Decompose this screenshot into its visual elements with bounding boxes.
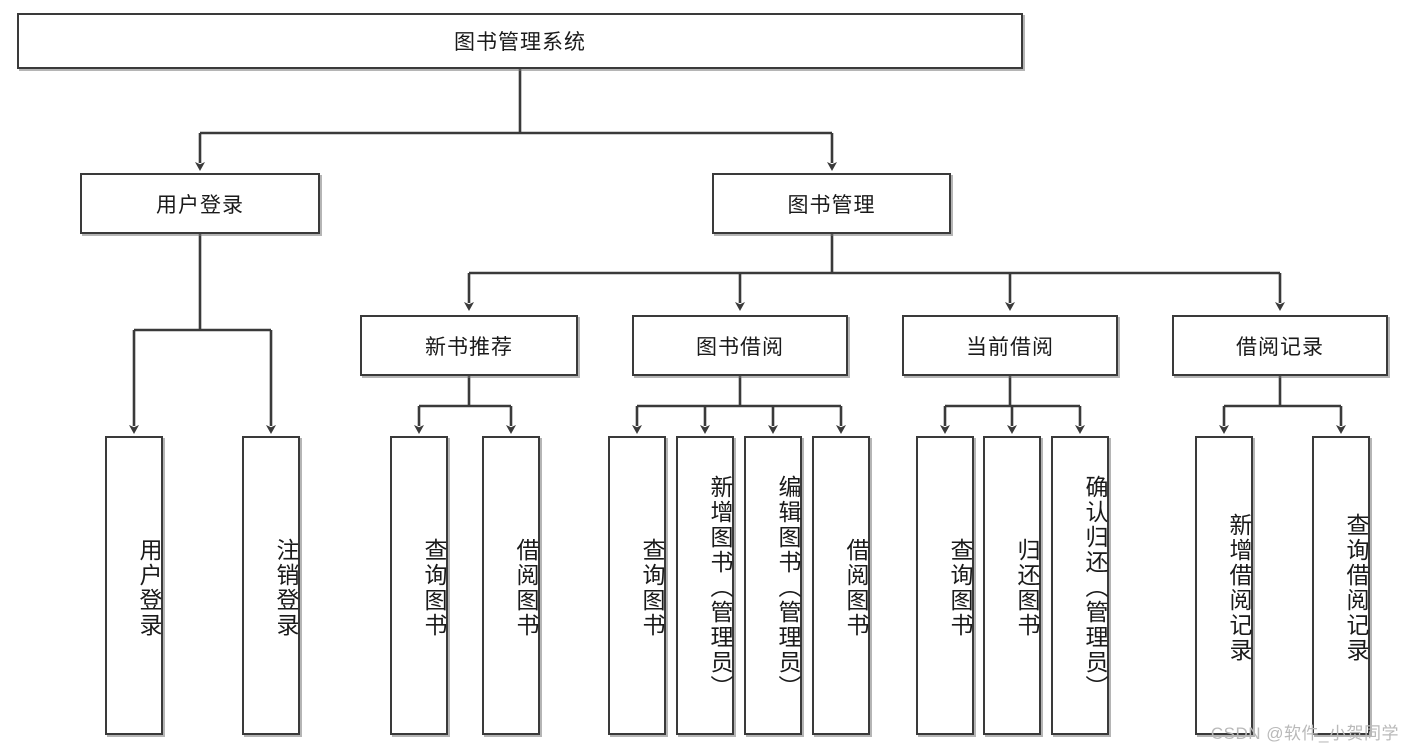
node-new-book-recommend[interactable]: 新书推荐	[360, 315, 578, 376]
leaf-book-borrow-query[interactable]: 查询图书	[608, 436, 666, 735]
leaf-label: 用户登录	[136, 537, 162, 638]
leaf-label: 查询图书	[639, 537, 665, 638]
leaf-current-borrow-confirm-return[interactable]: 确认归还（管理员）	[1051, 436, 1109, 735]
leaf-label: 借阅图书	[513, 537, 539, 638]
leaf-current-borrow-return[interactable]: 归还图书	[983, 436, 1041, 735]
node-borrow-record-label: 借阅记录	[1236, 335, 1324, 359]
leaf-new-book-query[interactable]: 查询图书	[390, 436, 448, 735]
node-new-book-recommend-label: 新书推荐	[425, 335, 513, 359]
leaf-label: 确认归还（管理员）	[1082, 475, 1108, 700]
leaf-label: 编辑图书（管理员）	[775, 475, 801, 700]
node-current-borrow[interactable]: 当前借阅	[902, 315, 1118, 376]
leaf-label: 借阅图书	[843, 537, 869, 638]
leaf-user-login-logout[interactable]: 注销登录	[242, 436, 300, 735]
leaf-label: 查询借阅记录	[1343, 512, 1369, 663]
leaf-new-book-borrow[interactable]: 借阅图书	[482, 436, 540, 735]
leaf-label: 新增图书（管理员）	[707, 475, 733, 700]
node-current-borrow-label: 当前借阅	[966, 335, 1054, 359]
leaf-book-borrow-edit[interactable]: 编辑图书（管理员）	[744, 436, 802, 735]
node-borrow-record[interactable]: 借阅记录	[1172, 315, 1388, 376]
leaf-book-borrow-add[interactable]: 新增图书（管理员）	[676, 436, 734, 735]
watermark: CSDN @软件_小贺同学	[1210, 724, 1399, 743]
node-book-management[interactable]: 图书管理	[712, 173, 951, 234]
leaf-book-borrow-borrow[interactable]: 借阅图书	[812, 436, 870, 735]
node-book-management-label: 图书管理	[787, 193, 876, 217]
node-user-login-label: 用户登录	[156, 193, 244, 217]
leaf-label: 注销登录	[273, 537, 299, 638]
leaf-user-login-login[interactable]: 用户登录	[105, 436, 163, 735]
node-book-borrow-label: 图书借阅	[696, 335, 784, 359]
leaf-label: 查询图书	[947, 537, 973, 638]
node-user-login[interactable]: 用户登录	[80, 173, 320, 234]
leaf-borrow-record-add[interactable]: 新增借阅记录	[1195, 436, 1253, 735]
leaf-label: 归还图书	[1014, 537, 1040, 638]
leaf-label: 新增借阅记录	[1226, 512, 1252, 663]
node-root-label: 图书管理系统	[454, 31, 586, 54]
leaf-borrow-record-query[interactable]: 查询借阅记录	[1312, 436, 1370, 735]
node-book-borrow[interactable]: 图书借阅	[632, 315, 848, 376]
leaf-label: 查询图书	[421, 537, 447, 638]
node-root[interactable]: 图书管理系统	[17, 13, 1023, 69]
leaf-current-borrow-query[interactable]: 查询图书	[916, 436, 974, 735]
